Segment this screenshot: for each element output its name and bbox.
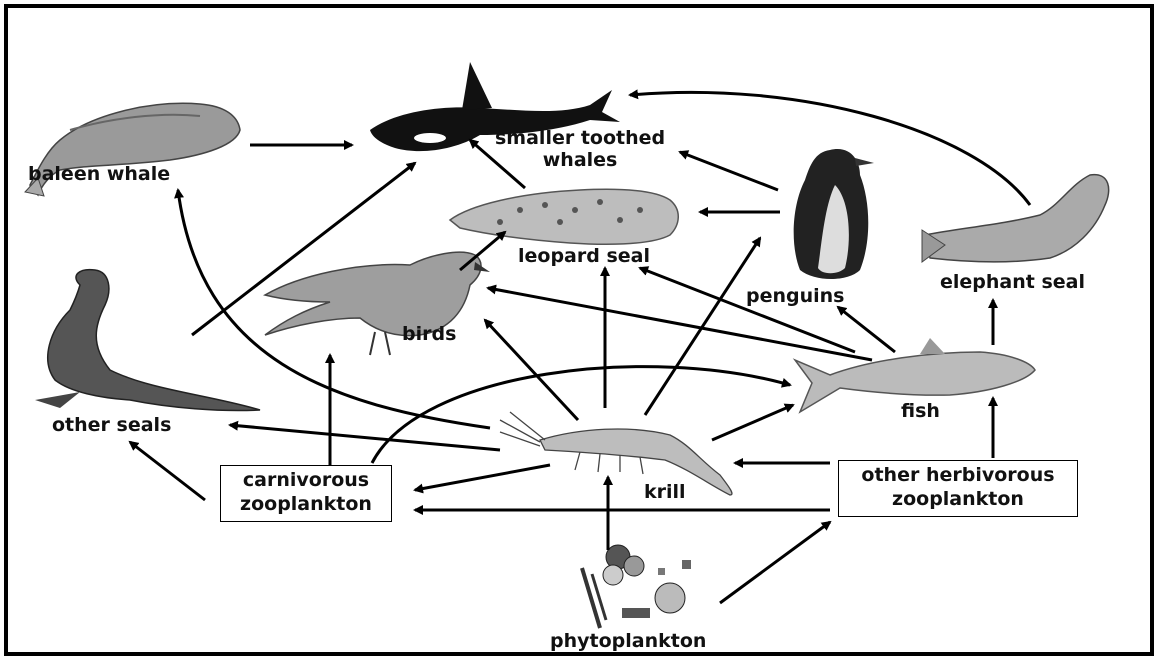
box-other-herbivorous-zooplankton: other herbivorous zooplankton [838,460,1078,517]
penguin-illustration [794,149,874,279]
label-other-seals: other seals [52,414,171,436]
label-toothed-whales-line2: whales [495,149,665,171]
arrow-fish-to-leopard-seal [640,268,855,352]
arrow-birds-to-leopard-seal [460,232,505,270]
label-herbivorous-line2: zooplankton [845,487,1071,511]
label-carnivorous-line1: carnivorous [227,468,385,492]
arrow-krill-to-carnivorous-zooplankton [415,465,550,490]
box-carnivorous-zooplankton: carnivorous zooplankton [220,465,392,522]
leopard-seal-illustration [450,189,678,244]
arrow-carnivorous-zooplankton-to-other-seals [130,442,205,500]
label-toothed-whales-line1: smaller toothed [495,127,665,149]
label-birds: birds [402,323,456,345]
label-phytoplankton: phytoplankton [550,630,706,652]
label-leopard-seal: leopard seal [518,245,650,267]
label-herbivorous-line1: other herbivorous [845,463,1071,487]
krill-illustration [500,412,732,495]
label-penguins: penguins [746,285,845,307]
arrow-krill-to-fish [712,405,793,440]
label-krill: krill [644,481,686,503]
arrow-phytoplankton-to-herbivorous-zooplankton [720,522,830,603]
arrow-krill-to-other-seals [230,425,500,450]
arrow-penguins-to-toothed-whales [680,152,778,190]
label-baleen-whale: baleen whale [28,163,170,185]
arrow-fish-to-penguins [838,307,895,352]
phytoplankton-illustration [582,545,691,628]
other-seals-illustration [35,270,260,411]
label-fish: fish [901,400,940,422]
label-toothed-whales: smaller toothed whales [495,127,665,171]
arrow-krill-to-birds [485,320,578,420]
arrow-krill-to-penguins [645,238,760,415]
label-carnivorous-line2: zooplankton [227,492,385,516]
label-elephant-seal: elephant seal [940,271,1085,293]
